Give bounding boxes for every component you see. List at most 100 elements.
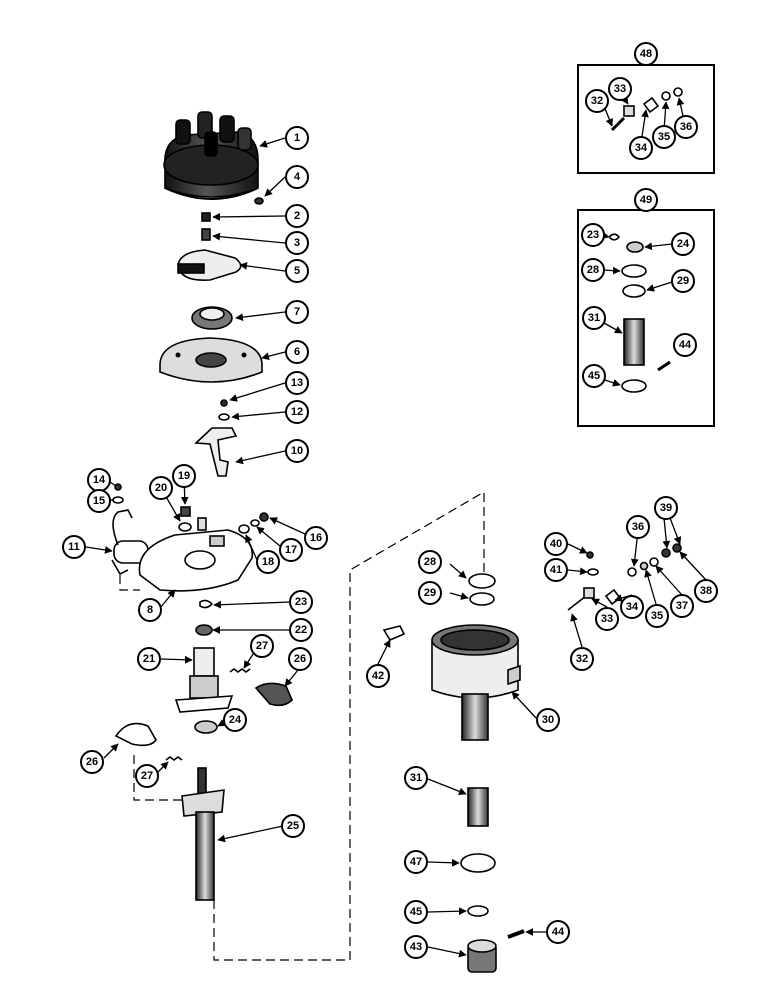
callout-34: 34 (620, 595, 644, 619)
svg-text:39: 39 (660, 502, 672, 514)
weight-spring (229, 668, 251, 673)
callout-27-lower: 27 (135, 764, 159, 788)
flat-washer (238, 524, 250, 534)
svg-text:36: 36 (632, 521, 644, 533)
callout-49: 49 (634, 188, 658, 212)
k48-clamp (623, 105, 635, 117)
washer-41 (587, 568, 599, 576)
svg-text:48: 48 (640, 48, 652, 60)
svg-text:34: 34 (635, 142, 648, 154)
k49-clip (609, 233, 621, 241)
k49-pin (657, 360, 671, 372)
retaining-clip (199, 599, 214, 609)
svg-text:32: 32 (576, 653, 588, 665)
o-ring (460, 853, 496, 873)
k49-callout-44: 44 (673, 333, 697, 357)
condenser-washer (112, 496, 124, 504)
k48-callout-36: 36 (674, 115, 698, 139)
svg-text:47: 47 (410, 856, 422, 868)
k48-washer-b (673, 87, 683, 97)
condenser-screw (114, 483, 122, 491)
cap-spring-clip (382, 625, 406, 642)
svg-text:24: 24 (677, 238, 690, 250)
svg-text:31: 31 (588, 312, 600, 324)
svg-text:45: 45 (588, 370, 600, 382)
callout-10: 10 (285, 439, 309, 463)
k49-thrust-washer (621, 379, 647, 393)
k48-washer-a (661, 91, 671, 101)
small-screw (220, 399, 228, 407)
callout-15: 15 (87, 489, 111, 513)
cam-assembly (174, 647, 234, 713)
thrust-washer-lower (467, 905, 489, 917)
callout-11: 11 (62, 535, 86, 559)
svg-text:15: 15 (93, 495, 105, 507)
svg-text:10: 10 (291, 445, 303, 457)
svg-text:35: 35 (651, 610, 663, 622)
svg-text:40: 40 (550, 538, 562, 550)
breaker-plate (138, 517, 254, 592)
callout-21: 21 (137, 647, 161, 671)
weight-spring-left (165, 756, 183, 761)
svg-text:29: 29 (677, 275, 689, 287)
svg-text:35: 35 (658, 131, 670, 143)
bushing (467, 787, 489, 827)
svg-text:25: 25 (287, 820, 299, 832)
rotor (177, 249, 242, 282)
k49-callout-28: 28 (581, 258, 605, 282)
lock-washer (250, 519, 260, 527)
nut-39b (672, 543, 682, 553)
svg-text:30: 30 (542, 714, 554, 726)
svg-text:37: 37 (676, 600, 688, 612)
svg-text:41: 41 (550, 564, 562, 576)
callout-13: 13 (285, 371, 309, 395)
callout-35: 35 (645, 604, 669, 628)
terminal-washer (178, 522, 192, 532)
k49-seal (621, 264, 647, 278)
callout-28: 28 (418, 550, 442, 574)
oil-seal (468, 573, 496, 589)
terminal-nut (180, 506, 191, 517)
svg-text:22: 22 (295, 624, 307, 636)
bearing (191, 306, 233, 330)
callout-14: 14 (87, 468, 111, 492)
svg-text:28: 28 (587, 264, 599, 276)
drive-pin (507, 929, 525, 939)
svg-text:49: 49 (640, 194, 652, 206)
svg-text:2: 2 (294, 210, 300, 222)
advance-weight-left (114, 722, 157, 747)
callout-33: 33 (595, 607, 619, 631)
svg-text:29: 29 (424, 587, 436, 599)
callout-26-right: 26 (288, 647, 312, 671)
callout-24: 24 (223, 708, 247, 732)
callout-7: 7 (285, 300, 309, 324)
callout-47: 47 (404, 850, 428, 874)
svg-text:18: 18 (262, 556, 274, 568)
svg-text:23: 23 (587, 229, 599, 241)
k49-bushing (623, 318, 645, 366)
svg-text:11: 11 (68, 541, 80, 553)
callout-39: 39 (654, 496, 678, 520)
k48-plate (642, 96, 660, 114)
k49-washer (626, 241, 644, 253)
callout-26-left: 26 (80, 750, 104, 774)
distributor-housing (431, 624, 521, 741)
callout-44: 44 (546, 920, 570, 944)
callout-27-upper: 27 (250, 634, 274, 658)
brush-spring (201, 228, 211, 241)
callout-12: 12 (285, 400, 309, 424)
advance-weight-right (254, 682, 293, 707)
k49-callout-24: 24 (671, 232, 695, 256)
callout-17: 17 (279, 538, 303, 562)
k48-callout-33: 33 (608, 77, 632, 101)
felt-washer (195, 624, 213, 636)
cap-clip (254, 197, 264, 205)
washer-36 (627, 567, 637, 577)
k49-callout-23: 23 (581, 223, 605, 247)
k49-callout-45: 45 (582, 364, 606, 388)
callout-20: 20 (149, 476, 173, 500)
dust-shield (159, 337, 263, 383)
assembly-line-weights (133, 755, 182, 801)
callout-23: 23 (289, 590, 313, 614)
k48-callout-35: 35 (652, 125, 676, 149)
